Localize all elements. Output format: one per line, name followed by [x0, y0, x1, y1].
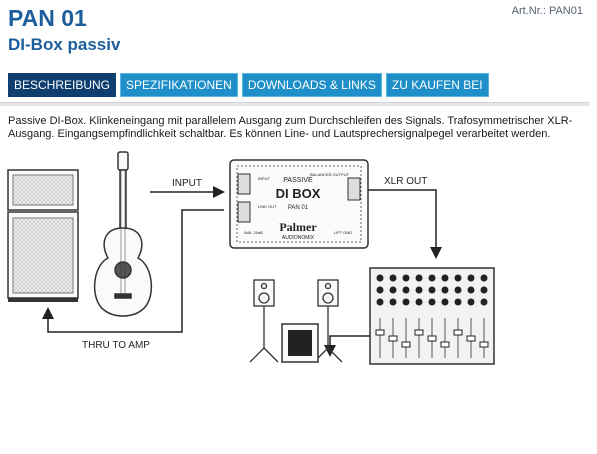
mixer-knob: [389, 286, 397, 294]
divider: [0, 102, 589, 106]
mixer-knob: [467, 274, 475, 282]
jack-balanced-label: BALANCED OUTPUT: [310, 172, 350, 177]
switch-ground-label: LIFT GND: [334, 230, 352, 235]
mixer-knob: [389, 274, 397, 282]
di-box-passive: PASSIVE: [283, 177, 313, 184]
mixer-fader-handle: [401, 341, 411, 348]
mixer-knob: [402, 286, 410, 294]
mixer-knob: [428, 298, 436, 306]
di-box-brand-sub: AUDIONOMIX: [282, 235, 315, 241]
mixer-knob: [402, 274, 410, 282]
mixer-illustration: [369, 267, 495, 365]
mixer-knob: [415, 286, 423, 294]
di-box-illustration: PASSIVE DI BOX PAN 01 Palmer AUDIONOMIX …: [229, 159, 369, 249]
mixer-knob: [415, 298, 423, 306]
mixer-knob: [480, 298, 488, 306]
mixer-knob: [480, 274, 488, 282]
acoustic-guitar-illustration: [93, 151, 153, 317]
mixer-knob: [389, 298, 397, 306]
mixer-knob: [441, 286, 449, 294]
pa-speaker-left-illustration: [249, 279, 279, 363]
mixer-knob: [454, 298, 462, 306]
mixer-fader-handle: [453, 329, 463, 336]
di-box-name: DI BOX: [276, 186, 321, 201]
mixer-knob: [376, 298, 384, 306]
mixer-knob: [480, 286, 488, 294]
mixer-knob: [402, 298, 410, 306]
mixer-fader-handle: [414, 329, 424, 336]
mixer-knob: [467, 286, 475, 294]
switch-attenuation-label: 0dB -20dB: [244, 230, 263, 235]
tab-beschreibung[interactable]: BESCHREIBUNG: [8, 73, 117, 97]
mixer-knob: [454, 286, 462, 294]
connection-diagram: INPUT THRU TO AMP PASSIVE DI BOX PAN 01 …: [7, 151, 495, 365]
product-description: Passive DI-Box. Klinkeneingang mit paral…: [8, 115, 573, 140]
mixer-fader-handle: [427, 335, 437, 342]
input-label: INPUT: [172, 178, 202, 189]
mixer-knob: [415, 274, 423, 282]
guitar-amp-illustration: [7, 169, 79, 302]
tab-zu-kaufen-bei[interactable]: ZU KAUFEN BEI: [385, 73, 489, 97]
page-title: PAN 01: [8, 5, 87, 31]
mixer-fader-handle: [466, 335, 476, 342]
mixer-fader-handle: [375, 329, 385, 336]
mixer-knob: [454, 274, 462, 282]
mixer-knob: [376, 274, 384, 282]
tab-downloads-links[interactable]: DOWNLOADS & LINKS: [241, 73, 382, 97]
jack-link-label: LINK OUT: [258, 204, 277, 209]
tab-bar: BESCHREIBUNG SPEZIFIKATIONEN DOWNLOADS &…: [8, 73, 489, 97]
article-number: Art.Nr.: PAN01: [511, 5, 583, 17]
tab-spezifikationen[interactable]: SPEZIFIKATIONEN: [120, 73, 238, 97]
jack-input-label: INPUT: [258, 176, 271, 181]
mixer-knob: [467, 298, 475, 306]
di-box-brand: Palmer: [279, 220, 317, 234]
mixer-fader-handle: [388, 335, 398, 342]
mixer-knob: [441, 274, 449, 282]
mixer-knob: [376, 286, 384, 294]
mixer-knob: [428, 274, 436, 282]
subwoofer-illustration: [281, 323, 319, 363]
xlr-out-label: XLR OUT: [384, 176, 427, 187]
mixer-knob: [441, 298, 449, 306]
mixer-fader-handle: [479, 341, 489, 348]
thru-to-amp-label: THRU TO AMP: [82, 340, 150, 351]
mixer-fader-handle: [440, 341, 450, 348]
page-subtitle: DI-Box passiv: [8, 35, 121, 54]
mixer-knob: [428, 286, 436, 294]
di-box-model: PAN 01: [288, 205, 309, 211]
